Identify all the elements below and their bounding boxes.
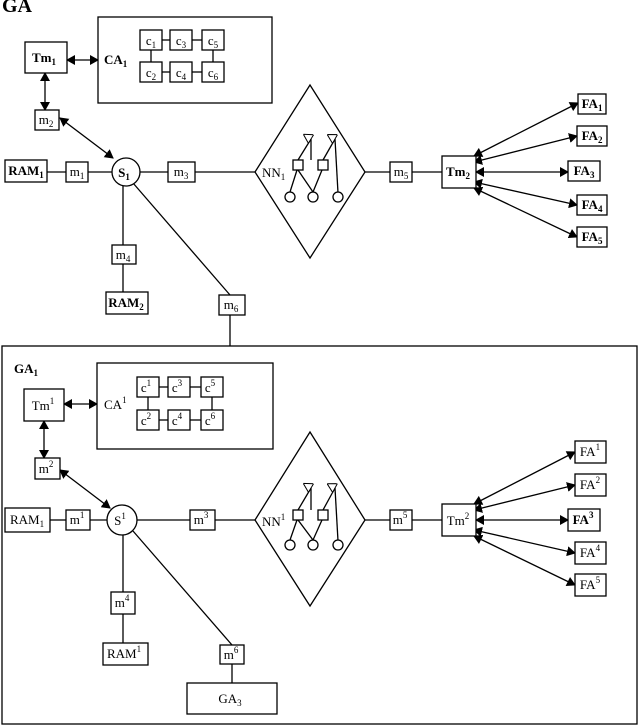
cell-c3: c3 (176, 33, 187, 50)
m4-sup-box (110, 591, 136, 615)
tm2-box (441, 155, 477, 189)
ca1-sup-label: CA1 (104, 395, 127, 412)
ga1-frame (1, 345, 638, 725)
fa-sup1-label: FA1 (580, 442, 600, 459)
nn1-label: NN1 (262, 165, 285, 182)
s1-node (111, 157, 141, 187)
ga-top-section: GA (2, 0, 608, 346)
cell-c6: c6 (208, 65, 219, 82)
m1-box (65, 161, 89, 183)
cell-c2: c2 (146, 65, 156, 82)
m2-sup-box (34, 457, 61, 480)
m5-label: m5 (394, 164, 409, 181)
fa-sup5-label: FA5 (580, 575, 601, 592)
fa5-label: FA5 (582, 229, 603, 246)
ca1-label: CA1 (104, 52, 128, 69)
fa1-box (577, 93, 607, 115)
m5-box (389, 161, 413, 183)
cell-grid-top: c1 c3 c5 c2 c4 c6 (139, 29, 225, 83)
m4-box (111, 244, 137, 265)
tm1-box (24, 41, 68, 74)
ca1-sup-container (96, 362, 274, 450)
nn1-diamond (254, 83, 366, 260)
fa1-label: FA1 (582, 96, 603, 113)
nn1-sup-network-icon (284, 488, 344, 551)
tm1-label: Tm1 (32, 50, 57, 67)
cell-c-sup5: c5 (205, 378, 216, 395)
fa-sup5-box (574, 573, 607, 597)
m3-sup-box (189, 509, 216, 531)
m6-box (218, 294, 246, 316)
ga3-label: GA3 (218, 691, 242, 708)
top-connectors (40, 55, 579, 346)
m2-sup-label: m2 (39, 459, 54, 476)
ga1-bottom-section: GA1 (1, 345, 638, 725)
m3-sup-label: m3 (194, 510, 209, 527)
m3-box (167, 161, 196, 183)
m6-sup-label: m6 (224, 645, 239, 662)
cell-c-sup1: c1 (141, 378, 151, 395)
fa-sup1-box (574, 440, 607, 464)
m3-label: m3 (174, 164, 189, 181)
s1-sup-label: S1 (114, 511, 126, 528)
tm1-sup-label: Tm1 (32, 396, 55, 413)
fa-sup4-box (574, 541, 607, 565)
ram1-sub-label: RAM1 (10, 512, 44, 529)
ga3-box (186, 682, 278, 715)
m6-label: m6 (224, 297, 239, 314)
m6-sup-box (219, 644, 245, 665)
ram2-label: RAM2 (108, 295, 144, 312)
tm2-sup-label: Tm2 (447, 511, 470, 528)
fa4-label: FA4 (582, 197, 603, 214)
fa2-label: FA2 (582, 128, 603, 145)
ram-sup1-label: RAM1 (107, 644, 141, 661)
cell-c4: c4 (176, 65, 187, 82)
m1-sup-label: m1 (70, 510, 85, 527)
m2-box (34, 109, 60, 131)
bottom-connectors (39, 399, 576, 683)
tm2-sup-box (441, 503, 477, 537)
m1-label: m1 (70, 164, 85, 181)
fa4-box (576, 194, 608, 216)
fa3-box (567, 160, 601, 182)
tm2-label: Tm2 (446, 164, 471, 181)
ram1-box (4, 159, 48, 183)
fa5-box (576, 226, 608, 248)
cell-c-sup3: c3 (172, 378, 183, 395)
m2-label: m2 (39, 112, 54, 129)
ram2-box (105, 291, 149, 315)
fa-sup4-label: FA4 (580, 543, 601, 560)
fa-sup3-box (567, 508, 601, 532)
ga-title: GA (2, 0, 33, 17)
ram1-sub-box (4, 507, 51, 533)
tm1-sup-box (23, 388, 65, 422)
ga1-title: GA1 (14, 361, 39, 378)
cell-c-sup6: c6 (205, 411, 216, 428)
nn1-network-icon (284, 139, 344, 203)
fa-sup3-label: FA3 (573, 510, 594, 527)
m5-sup-box (389, 509, 413, 531)
fa2-box (576, 125, 608, 147)
cell-grid-bottom: c1 c3 c5 c2 c4 c6 (136, 376, 224, 431)
s1-label: S1 (118, 165, 130, 182)
fa-sup2-label: FA2 (580, 475, 600, 492)
m4-label: m4 (116, 247, 131, 264)
m1-sup-box (65, 509, 91, 531)
fa-sup2-box (574, 473, 607, 497)
m5-sup-label: m5 (393, 510, 408, 527)
cell-c-sup2: c2 (141, 411, 151, 428)
cell-c5: c5 (208, 33, 219, 50)
cell-c1: c1 (146, 33, 156, 50)
nn1-sup-label: NN1 (262, 512, 285, 529)
m4-sup-label: m4 (115, 593, 130, 610)
ram1-label: RAM1 (8, 163, 44, 180)
fa3-label: FA3 (574, 163, 595, 180)
nn1-sup-diamond (254, 430, 366, 608)
s1-sup-node (106, 504, 138, 536)
ram-sup1-box (102, 642, 149, 666)
cell-c-sup4: c4 (172, 411, 183, 428)
